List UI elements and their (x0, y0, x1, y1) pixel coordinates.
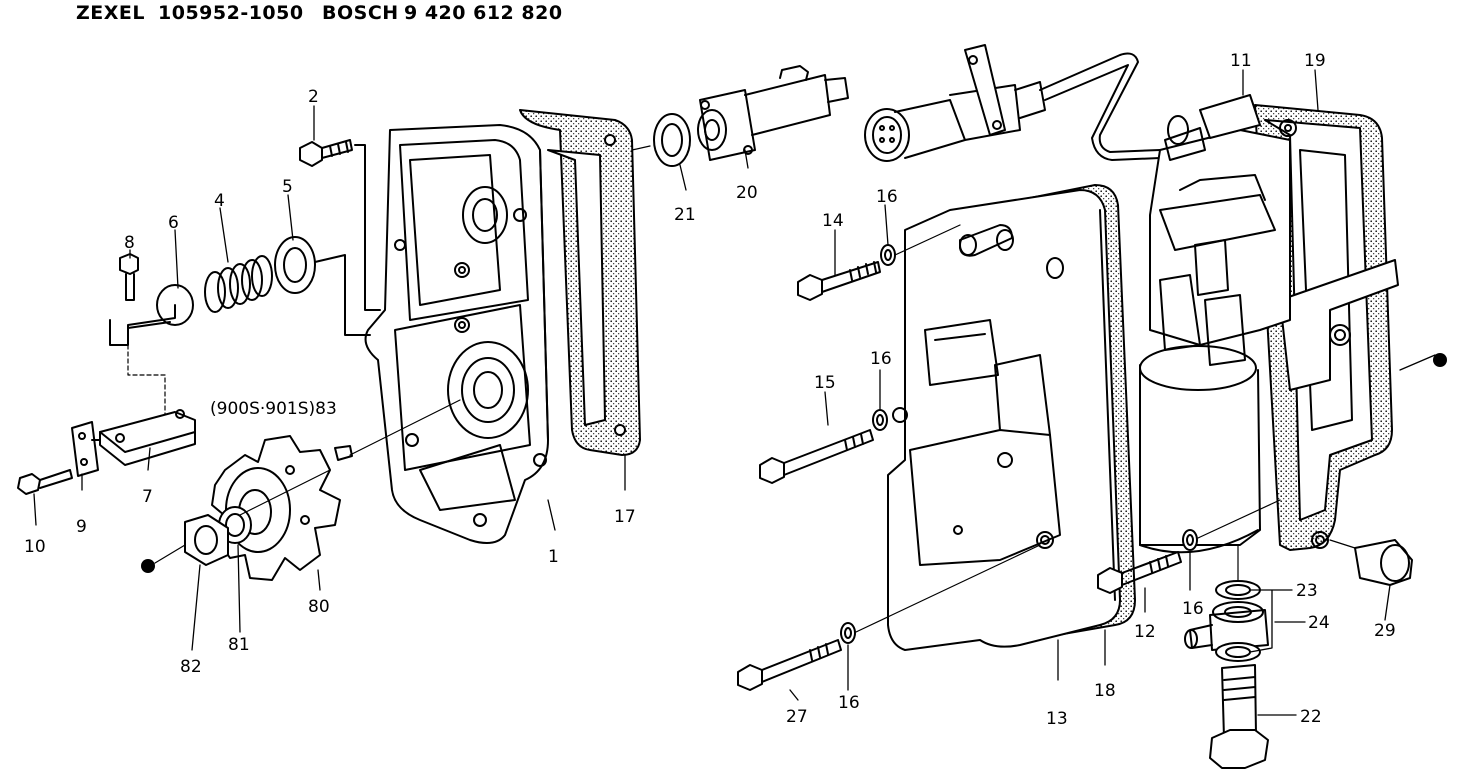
callout-22: 22 (1300, 707, 1322, 727)
reference-dot-right (1433, 353, 1447, 367)
callout-1: 1 (548, 547, 559, 567)
callout-18: 18 (1094, 681, 1116, 701)
callout-6: 6 (168, 213, 179, 233)
plug-29 (1354, 539, 1413, 586)
callout-80: 80 (308, 597, 330, 617)
callout-19: 19 (1304, 51, 1326, 71)
callout-27: 27 (786, 707, 808, 727)
callout-83-note: (900S·901S)83 (210, 399, 337, 419)
bracket-7 (99, 409, 196, 466)
bolt-27 (737, 639, 842, 691)
actuator-assembly (1149, 129, 1291, 346)
housing-1 (364, 124, 549, 545)
callout-7: 7 (142, 487, 153, 507)
zexel-part-number: 105952-1050 (158, 2, 304, 24)
ring-5 (274, 236, 316, 294)
callout-21: 21 (674, 205, 696, 225)
callout-20: 20 (736, 183, 758, 203)
nut-82 (184, 514, 229, 566)
screw-8 (119, 253, 139, 301)
washer-16d (840, 622, 856, 644)
brand-label: BOSCH (322, 2, 399, 24)
callout-16-right: 16 (1182, 599, 1204, 619)
callout-12: 12 (1134, 622, 1156, 642)
bolt-22 (1209, 664, 1269, 769)
callout-24: 24 (1308, 613, 1330, 633)
callout-5: 5 (282, 177, 293, 197)
callout-16-bottom: 16 (838, 693, 860, 713)
wire-harness (1039, 52, 1161, 153)
cover-13 (887, 189, 1121, 651)
maker-label: ZEXEL (76, 2, 145, 24)
callout-4: 4 (214, 191, 225, 211)
callout-16-mid: 16 (870, 349, 892, 369)
plate-9 (71, 421, 101, 477)
gasket-17-window (547, 149, 606, 426)
bolt-2 (299, 141, 323, 167)
callout-13: 13 (1046, 709, 1068, 729)
bolt-14 (797, 261, 881, 301)
seal-21 (653, 113, 691, 167)
banjo-24 (1184, 601, 1269, 651)
spring-4 (204, 255, 273, 313)
callout-82: 82 (180, 657, 202, 677)
bolt-12 (1097, 551, 1182, 594)
callout-81: 81 (228, 635, 250, 655)
callout-29: 29 (1374, 621, 1396, 641)
bolt-15 (759, 429, 874, 484)
callout-23: 23 (1296, 581, 1318, 601)
washer-16b (872, 409, 888, 431)
connector-plug (864, 44, 1046, 162)
washer-16a (880, 244, 896, 266)
callout-8: 8 (124, 233, 135, 253)
callout-2: 2 (308, 87, 319, 107)
screw-10 (17, 469, 73, 495)
key-83 (334, 445, 353, 461)
callout-11: 11 (1230, 51, 1252, 71)
lever-6 (109, 284, 194, 346)
callout-labels: 2 4 5 6 8 7 9 10 1 17 21 20 (900S·901S)8… (24, 51, 1396, 729)
callout-14: 14 (822, 211, 844, 231)
bosch-part-number: 9 420 612 820 (404, 2, 563, 24)
callout-15: 15 (814, 373, 836, 393)
solenoid-20 (697, 65, 849, 161)
callout-9: 9 (76, 517, 87, 537)
callout-17: 17 (614, 507, 636, 527)
reference-dot-left (141, 559, 155, 573)
callout-10: 10 (24, 537, 46, 557)
callout-16-top: 16 (876, 187, 898, 207)
washer-16c (1182, 529, 1198, 551)
